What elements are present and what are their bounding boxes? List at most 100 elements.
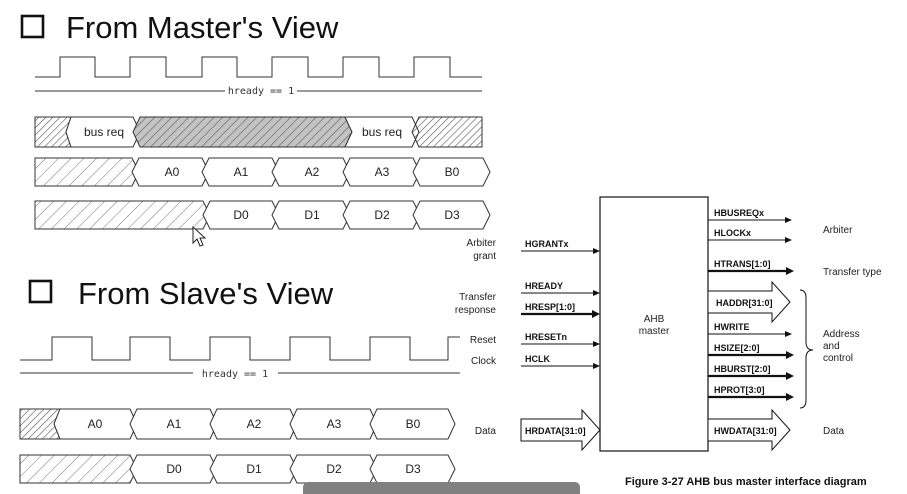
slave-data-label-3: D3 bbox=[405, 462, 421, 476]
haddr-bus-arrow bbox=[707, 280, 791, 324]
hbusreq-arrowhead-icon bbox=[785, 217, 792, 223]
master-addr-label-0: A0 bbox=[165, 165, 180, 179]
master-data-slot-3 bbox=[412, 200, 491, 230]
master-arb-bus-req-1-label: bus req bbox=[84, 125, 124, 139]
master-addr-slot-0 bbox=[131, 157, 210, 187]
hlock-arrowhead-icon bbox=[785, 237, 792, 243]
slave-addr-label-0: A0 bbox=[88, 417, 103, 431]
master-addr-label-4: B0 bbox=[445, 165, 460, 179]
group-label-data-in: Data bbox=[475, 426, 497, 437]
signal-hsize-label: HSIZE[2:0] bbox=[714, 343, 760, 353]
htrans-arrowhead-icon bbox=[786, 267, 794, 275]
ahb-block-title-line2: master bbox=[639, 326, 670, 337]
slave-address-lane: A0 A1 A2 A3 B0 bbox=[19, 408, 456, 440]
hready-arrowhead-icon bbox=[593, 290, 600, 296]
mouse-pointer-icon bbox=[192, 225, 207, 247]
hresp-arrowhead-icon bbox=[592, 310, 600, 318]
slave-clock-waveform bbox=[20, 336, 460, 361]
signal-hready-label: HREADY bbox=[525, 281, 563, 291]
ahb-master-block bbox=[599, 196, 709, 452]
master-data-label-2: D2 bbox=[374, 208, 390, 222]
slave-addr-slot-2 bbox=[209, 408, 298, 440]
master-addr-slot-1 bbox=[201, 157, 280, 187]
hclk-arrowhead-icon bbox=[593, 363, 600, 369]
slave-hready-label: hready == 1 bbox=[202, 369, 268, 380]
master-addr-slot-3 bbox=[342, 157, 421, 187]
master-address-lane: A0 A1 A2 A3 B0 bbox=[34, 157, 491, 187]
ahb-block-title-line1: AHB bbox=[644, 314, 665, 325]
slave-data-label-1: D1 bbox=[246, 462, 262, 476]
slave-addr-slot-1 bbox=[129, 408, 218, 440]
group-label-arbiter-grant-2: grant bbox=[473, 251, 496, 262]
slave-addr-label-4: B0 bbox=[406, 417, 421, 431]
master-data-label-1: D1 bbox=[304, 208, 320, 222]
slave-view-heading: From Slave's View bbox=[78, 276, 334, 311]
hwrite-arrowhead-icon bbox=[785, 331, 792, 337]
master-clock-waveform bbox=[35, 56, 482, 78]
hgrant-arrowhead-icon bbox=[593, 248, 600, 254]
hrdata-bus-arrow bbox=[520, 408, 601, 452]
master-data-lane: D0 D1 D2 D3 bbox=[34, 200, 491, 230]
master-addr-label-1: A1 bbox=[234, 165, 249, 179]
master-arbitration-lane: bus req bus req bbox=[34, 116, 483, 148]
group-label-transfer-type: Transfer type bbox=[823, 267, 882, 278]
master-addr-slot-2 bbox=[271, 157, 351, 187]
hresetn-arrowhead-icon bbox=[593, 341, 600, 347]
signal-hresetn-label: HRESETn bbox=[525, 332, 567, 342]
master-arb-granted-region bbox=[132, 116, 353, 148]
signal-hresp-label: HRESP[1:0] bbox=[525, 302, 575, 312]
group-label-address-control-3: control bbox=[823, 353, 853, 364]
master-data-slot-0 bbox=[202, 200, 280, 230]
address-control-brace bbox=[799, 289, 814, 409]
group-label-address-control-2: and bbox=[823, 341, 840, 352]
hwdata-bus-arrow bbox=[707, 408, 791, 452]
group-label-reset: Reset bbox=[470, 335, 496, 346]
master-data-slot-2 bbox=[342, 200, 421, 230]
master-arb-bus-req-2 bbox=[344, 116, 420, 148]
signal-hbusreq-label: HBUSREQx bbox=[714, 208, 764, 218]
hprot-arrowhead-icon bbox=[786, 393, 794, 401]
signal-haddr-label: HADDR[31:0] bbox=[716, 298, 773, 308]
group-label-data-out: Data bbox=[823, 426, 845, 437]
hsize-arrowhead-icon bbox=[786, 351, 794, 359]
group-label-transfer-response-2: response bbox=[455, 305, 497, 316]
slave-addr-label-1: A1 bbox=[167, 417, 182, 431]
slave-view-section: From Slave's View hready == 1 A0 A1 A2 A… bbox=[19, 276, 460, 484]
group-label-address-control-1: Address bbox=[823, 329, 860, 340]
bullet-checkbox-icon bbox=[20, 14, 45, 39]
slave-data-slot-0 bbox=[129, 454, 218, 484]
ahb-master-interface-diagram: AHB master Arbiter grant Transfer respon… bbox=[455, 196, 882, 488]
master-addr-label-3: A3 bbox=[375, 165, 390, 179]
master-data-label-3: D3 bbox=[444, 208, 460, 222]
group-label-arbiter-grant-1: Arbiter bbox=[467, 238, 497, 249]
group-label-transfer-response-1: Transfer bbox=[459, 292, 497, 303]
master-addr-label-2: A2 bbox=[305, 165, 320, 179]
slave-addr-slot-0 bbox=[53, 408, 138, 440]
signal-hburst-label: HBURST[2:0] bbox=[714, 364, 771, 374]
slave-addr-label-2: A2 bbox=[247, 417, 262, 431]
video-control-bar[interactable] bbox=[303, 482, 580, 494]
master-view-section: From Master's View hready == 1 bus req b… bbox=[20, 10, 491, 247]
hburst-arrowhead-icon bbox=[786, 372, 794, 380]
signal-htrans-label: HTRANS[1:0] bbox=[714, 259, 771, 269]
slave-data-slot-1 bbox=[209, 454, 298, 484]
slave-data-label-2: D2 bbox=[326, 462, 342, 476]
master-addr-slot-4 bbox=[412, 157, 491, 187]
signal-hprot-label: HPROT[3:0] bbox=[714, 385, 765, 395]
signal-hclk-label: HCLK bbox=[525, 354, 550, 364]
master-addr-idle bbox=[34, 157, 140, 187]
group-label-arbiter-out: Arbiter bbox=[823, 225, 853, 236]
signal-hgrant-label: HGRANTx bbox=[525, 239, 569, 249]
master-arb-bus-req-2-label: bus req bbox=[362, 125, 402, 139]
signal-hwdata-label: HWDATA[31:0] bbox=[714, 426, 777, 436]
master-arb-idle-end bbox=[411, 116, 483, 148]
figure-caption: Figure 3-27 AHB bus master interface dia… bbox=[625, 476, 867, 488]
group-label-clock: Clock bbox=[471, 356, 497, 367]
master-view-heading: From Master's View bbox=[66, 10, 339, 45]
master-data-slot-1 bbox=[271, 200, 351, 230]
slave-data-lane: D0 D1 D2 D3 bbox=[19, 454, 456, 484]
signal-hrdata-label: HRDATA[31:0] bbox=[525, 426, 586, 436]
master-arb-bus-req-1 bbox=[65, 116, 141, 148]
master-hready-label: hready == 1 bbox=[228, 86, 294, 97]
